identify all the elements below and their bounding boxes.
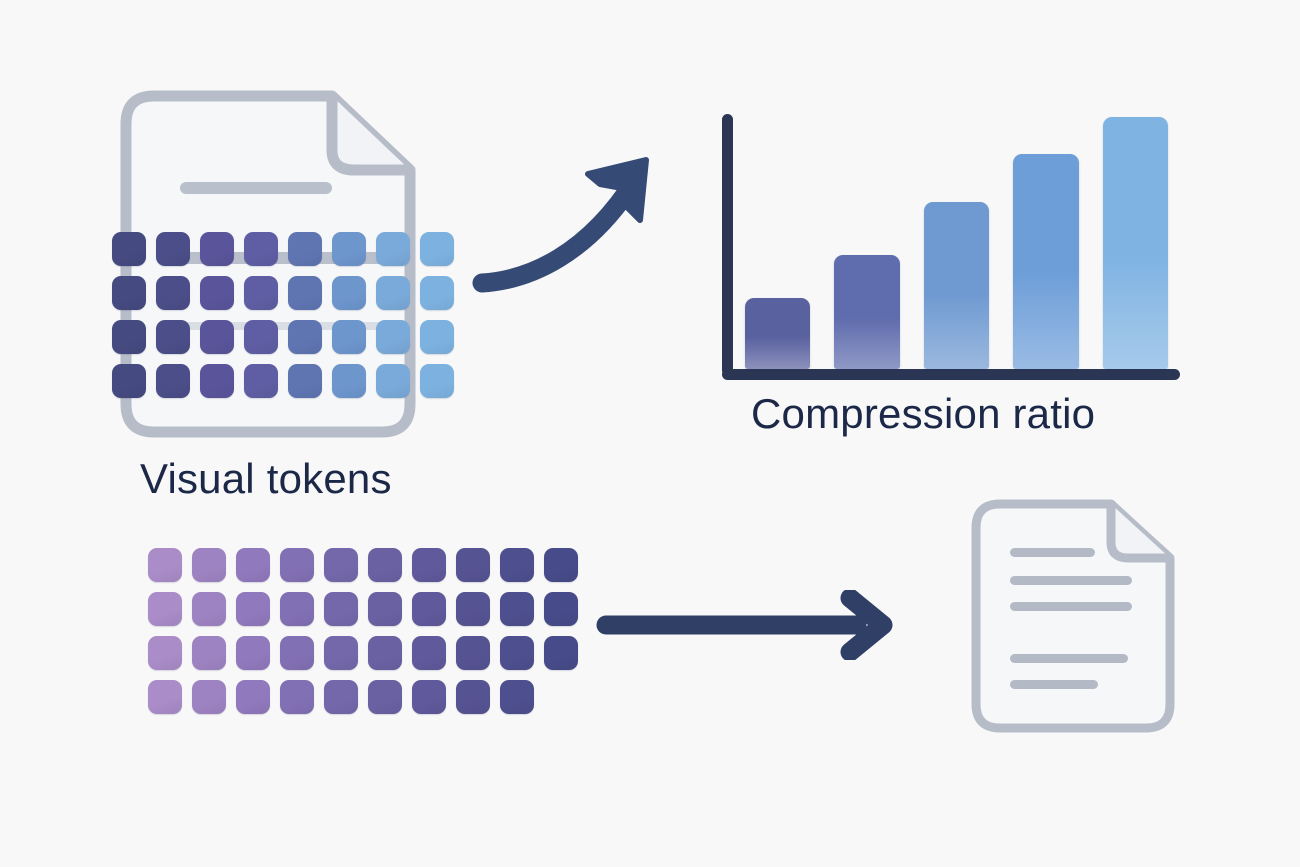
- token-cell: [244, 232, 278, 266]
- token-cell: [412, 680, 446, 714]
- token-cell: [412, 548, 446, 582]
- token-cell: [148, 548, 182, 582]
- token-cell: [324, 680, 358, 714]
- token-cell: [244, 276, 278, 310]
- chart-y-axis: [722, 114, 733, 376]
- token-cell: [156, 364, 190, 398]
- token-cell: [332, 320, 366, 354]
- token-cell: [192, 680, 226, 714]
- token-row: [112, 276, 454, 310]
- token-cell: [236, 592, 270, 626]
- token-cell: [288, 276, 322, 310]
- token-cell: [368, 636, 402, 670]
- chart-x-axis: [722, 369, 1180, 380]
- token-cell: [156, 232, 190, 266]
- token-cell: [456, 548, 490, 582]
- token-cell: [244, 364, 278, 398]
- visual-token-grid: [112, 232, 454, 398]
- token-cell: [192, 636, 226, 670]
- token-cell: [236, 636, 270, 670]
- token-cell: [376, 364, 410, 398]
- token-cell: [200, 320, 234, 354]
- token-cell: [324, 548, 358, 582]
- token-cell: [192, 548, 226, 582]
- token-cell: [332, 364, 366, 398]
- token-cell: [148, 636, 182, 670]
- compressed-token-grid: [148, 548, 578, 714]
- token-cell: [156, 276, 190, 310]
- token-cell: [244, 320, 278, 354]
- token-cell: [112, 320, 146, 354]
- compression-ratio-label: Compression ratio: [751, 390, 1096, 437]
- token-cell: [544, 592, 578, 626]
- token-row: [148, 592, 578, 626]
- token-cell: [500, 592, 534, 626]
- token-cell: [332, 232, 366, 266]
- token-cell: [324, 592, 358, 626]
- token-cell: [112, 276, 146, 310]
- token-row: [148, 548, 578, 582]
- compression-chart: [722, 100, 1182, 380]
- token-cell: [288, 364, 322, 398]
- token-cell: [456, 592, 490, 626]
- token-row: [112, 364, 454, 398]
- token-row: [112, 232, 454, 266]
- token-cell: [280, 680, 314, 714]
- token-cell: [332, 276, 366, 310]
- token-cell: [500, 636, 534, 670]
- token-cell: [412, 636, 446, 670]
- token-cell: [236, 680, 270, 714]
- token-cell: [368, 680, 402, 714]
- token-cell: [420, 364, 454, 398]
- token-cell: [420, 232, 454, 266]
- token-cell: [200, 364, 234, 398]
- token-cell: [280, 636, 314, 670]
- token-cell: [376, 232, 410, 266]
- chart-bar: [745, 298, 811, 369]
- token-cell: [288, 320, 322, 354]
- token-cell: [236, 548, 270, 582]
- token-cell: [288, 232, 322, 266]
- token-cell: [156, 320, 190, 354]
- token-row: [112, 320, 454, 354]
- token-cell: [376, 320, 410, 354]
- chart-bar: [1013, 154, 1079, 369]
- token-cell: [456, 680, 490, 714]
- token-cell: [280, 592, 314, 626]
- token-cell: [420, 320, 454, 354]
- token-cell: [200, 232, 234, 266]
- token-cell: [544, 548, 578, 582]
- token-cell: [112, 364, 146, 398]
- token-row: [148, 636, 578, 670]
- curved-up-arrow-icon: [470, 150, 670, 300]
- token-cell: [112, 232, 146, 266]
- token-cell: [412, 592, 446, 626]
- token-cell: [368, 592, 402, 626]
- token-cell: [376, 276, 410, 310]
- chart-bar: [923, 202, 990, 369]
- chart-bar: [1102, 116, 1168, 369]
- output-document-icon: [968, 496, 1178, 736]
- token-cell: [544, 636, 578, 670]
- chart-bar: [834, 255, 900, 369]
- token-cell: [456, 636, 490, 670]
- token-row: [148, 680, 578, 714]
- token-cell: [324, 636, 358, 670]
- token-cell: [200, 276, 234, 310]
- token-cell: [500, 680, 534, 714]
- token-cell: [148, 592, 182, 626]
- token-cell: [420, 276, 454, 310]
- token-cell: [148, 680, 182, 714]
- token-cell: [500, 548, 534, 582]
- right-arrow-icon: [595, 590, 895, 660]
- token-cell: [280, 548, 314, 582]
- token-cell: [368, 548, 402, 582]
- visual-tokens-label: Visual tokens: [140, 455, 392, 502]
- token-cell: [192, 592, 226, 626]
